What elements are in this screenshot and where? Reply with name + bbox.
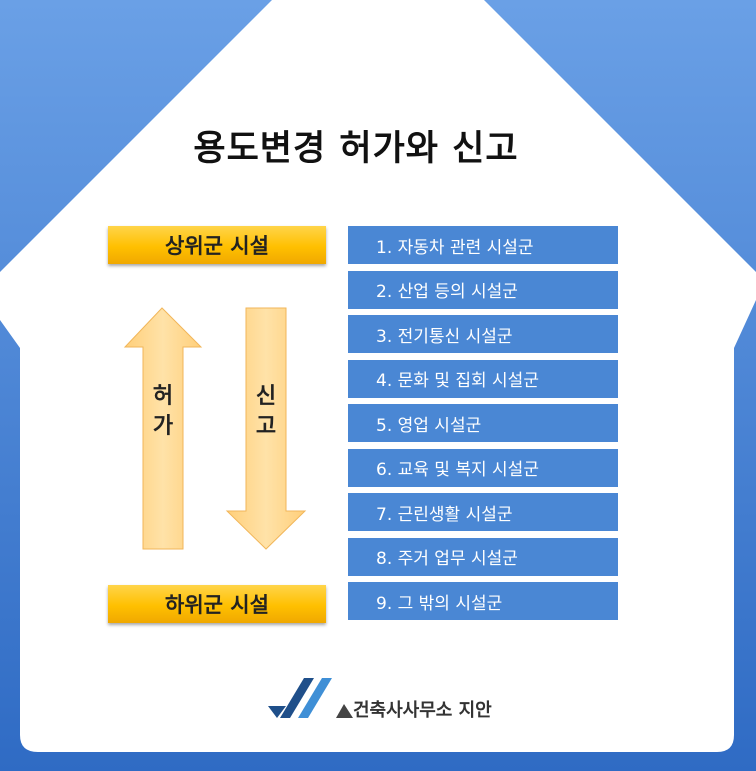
- company-name: 건축사사무소 지안: [353, 700, 492, 721]
- page-title: 용도변경 허가와 신고: [193, 129, 519, 169]
- list-item: 5. 영업 시설군: [348, 404, 618, 442]
- list-item: 9. 그 밖의 시설군: [348, 582, 618, 620]
- arrow-up-icon: [123, 307, 203, 550]
- list-item: 8. 주거 업무 시설군: [348, 537, 618, 576]
- list-item: 3. 전기통신 시설군: [348, 315, 618, 353]
- list-item: 2. 산업 등의 시설군: [348, 270, 618, 309]
- lower-level-label: 하위군 시설: [108, 585, 326, 623]
- list-item: 6. 교육 및 복지 시설군: [348, 448, 618, 487]
- facility-group-list: 1. 자동차 관련 시설군 2. 산업 등의 시설군 3. 전기통신 시설군 4…: [348, 226, 618, 627]
- arrows: [123, 307, 307, 550]
- list-item: 4. 문화 및 집회 시설군: [348, 359, 618, 398]
- upper-level-label: 상위군 시설: [108, 226, 326, 264]
- arrow-down-icon: [225, 307, 307, 550]
- list-item: 7. 근린생활 시설군: [348, 493, 618, 531]
- list-item: 1. 자동차 관련 시설군: [348, 226, 618, 264]
- company-logo-icon: [268, 678, 353, 718]
